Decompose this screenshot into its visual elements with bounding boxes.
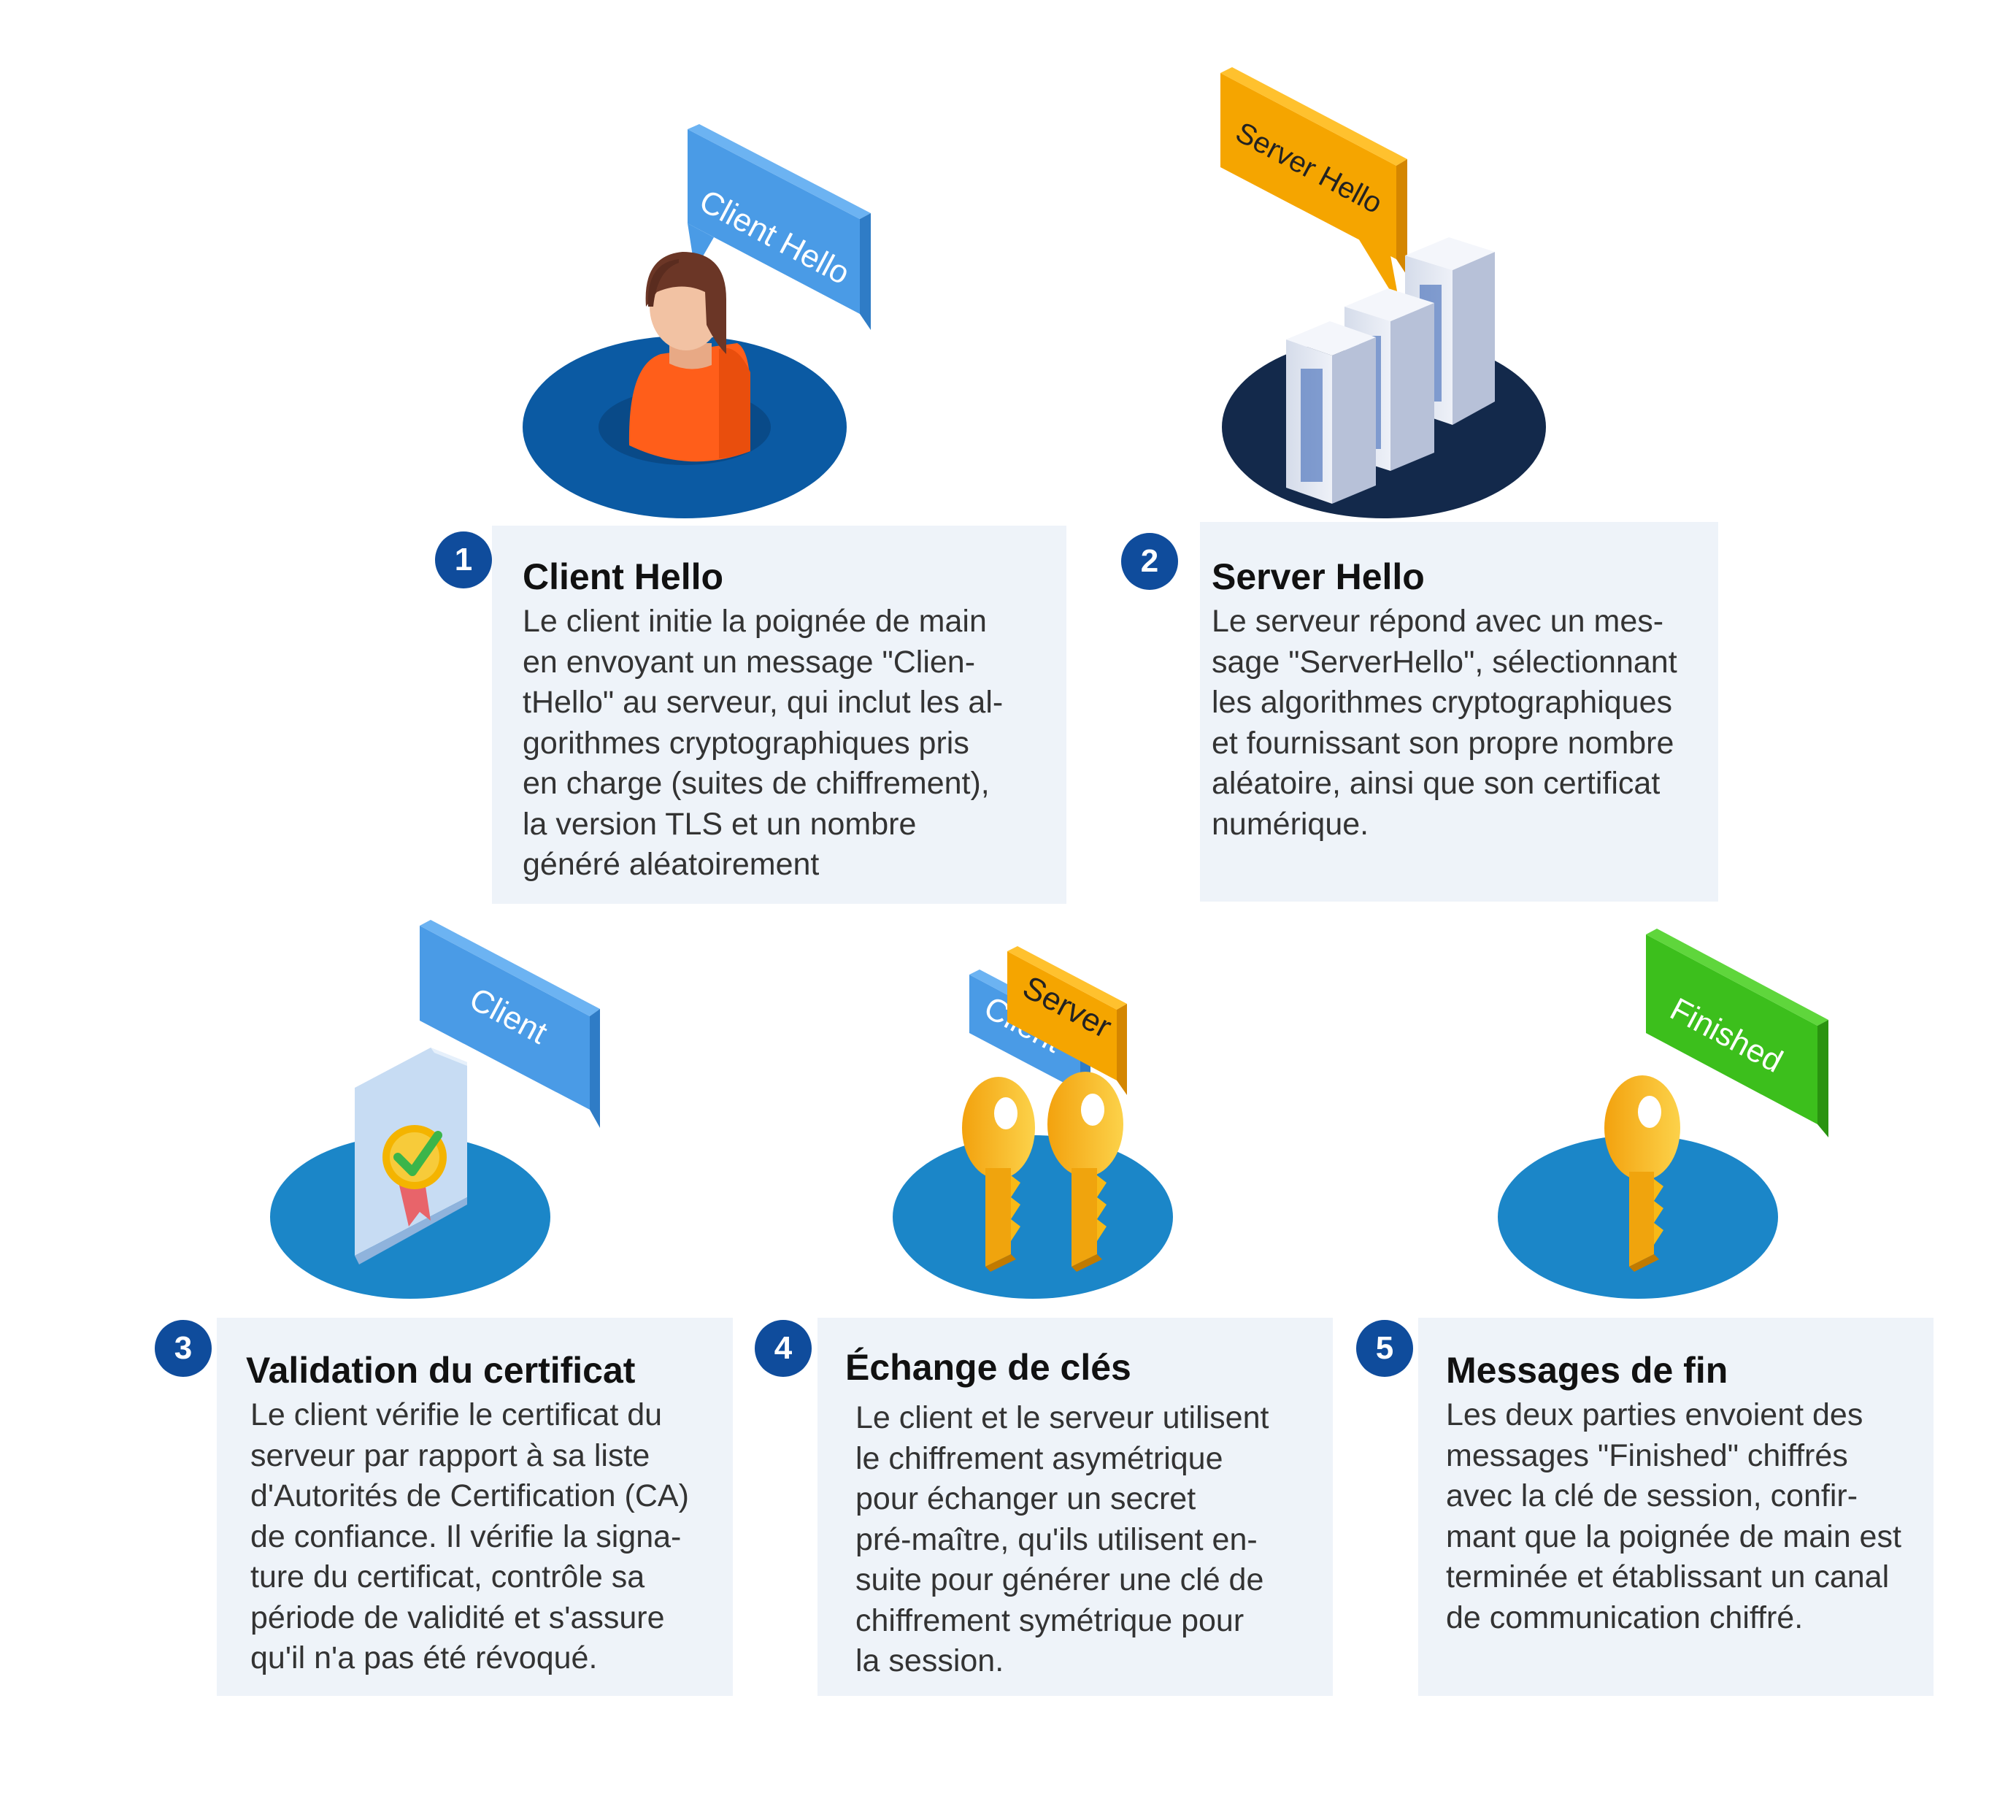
step-card-2: Server Hello Le serveur répond avec un m… bbox=[1200, 522, 1718, 902]
certificate-illustration: Client bbox=[270, 920, 600, 1299]
certificate-sign: Client bbox=[420, 920, 600, 1128]
step-card-5: Messages de fin Les deux parties envoien… bbox=[1418, 1318, 1934, 1696]
key-icon bbox=[1047, 1072, 1123, 1272]
key-icon bbox=[1604, 1075, 1680, 1272]
step-description: Les deux parties envoient des messages "… bbox=[1446, 1397, 1901, 1635]
certificate-icon bbox=[355, 1048, 467, 1264]
step-card-3: Validation du certificat Le client vérif… bbox=[217, 1318, 733, 1696]
person-icon bbox=[628, 252, 750, 462]
step-title: Validation du certificat bbox=[246, 1350, 636, 1391]
step-title: Messages de fin bbox=[1446, 1350, 1728, 1391]
step-badge-4: 4 bbox=[755, 1320, 812, 1377]
step-description: Le client initie la poignée de main en e… bbox=[523, 604, 1004, 882]
server-hello-illustration: Server Hello bbox=[1220, 67, 1546, 518]
client-hello-illustration: Client Hello bbox=[523, 124, 871, 518]
step-description: Le client vérifie le certificat du serve… bbox=[250, 1397, 689, 1675]
finished-sign: Finished bbox=[1646, 929, 1828, 1137]
step-badge-3: 3 bbox=[155, 1320, 212, 1377]
step-title: Client Hello bbox=[523, 556, 724, 597]
step-description: Le client et le serveur utilisent le chi… bbox=[855, 1400, 1269, 1678]
finished-illustration: Finished bbox=[1498, 929, 1828, 1299]
step-title: Server Hello bbox=[1212, 556, 1425, 597]
key-icon bbox=[962, 1077, 1035, 1272]
step-badge-1: 1 bbox=[435, 531, 492, 588]
platform-4 bbox=[893, 1135, 1173, 1299]
step-description: Le serveur répond avec un mes- sage "Ser… bbox=[1212, 604, 1677, 842]
step-card-1: Client Hello Le client initie la poignée… bbox=[492, 526, 1066, 904]
step-badge-5: 5 bbox=[1356, 1320, 1413, 1377]
server-rack-icon bbox=[1286, 237, 1495, 504]
key-exchange-illustration: Client Server bbox=[893, 946, 1173, 1299]
step-title: Échange de clés bbox=[845, 1347, 1131, 1388]
server-hello-sign: Server Hello bbox=[1220, 67, 1407, 307]
step-card-4: Échange de clés Le client et le serveur … bbox=[817, 1318, 1333, 1696]
step-badge-2: 2 bbox=[1121, 533, 1178, 590]
